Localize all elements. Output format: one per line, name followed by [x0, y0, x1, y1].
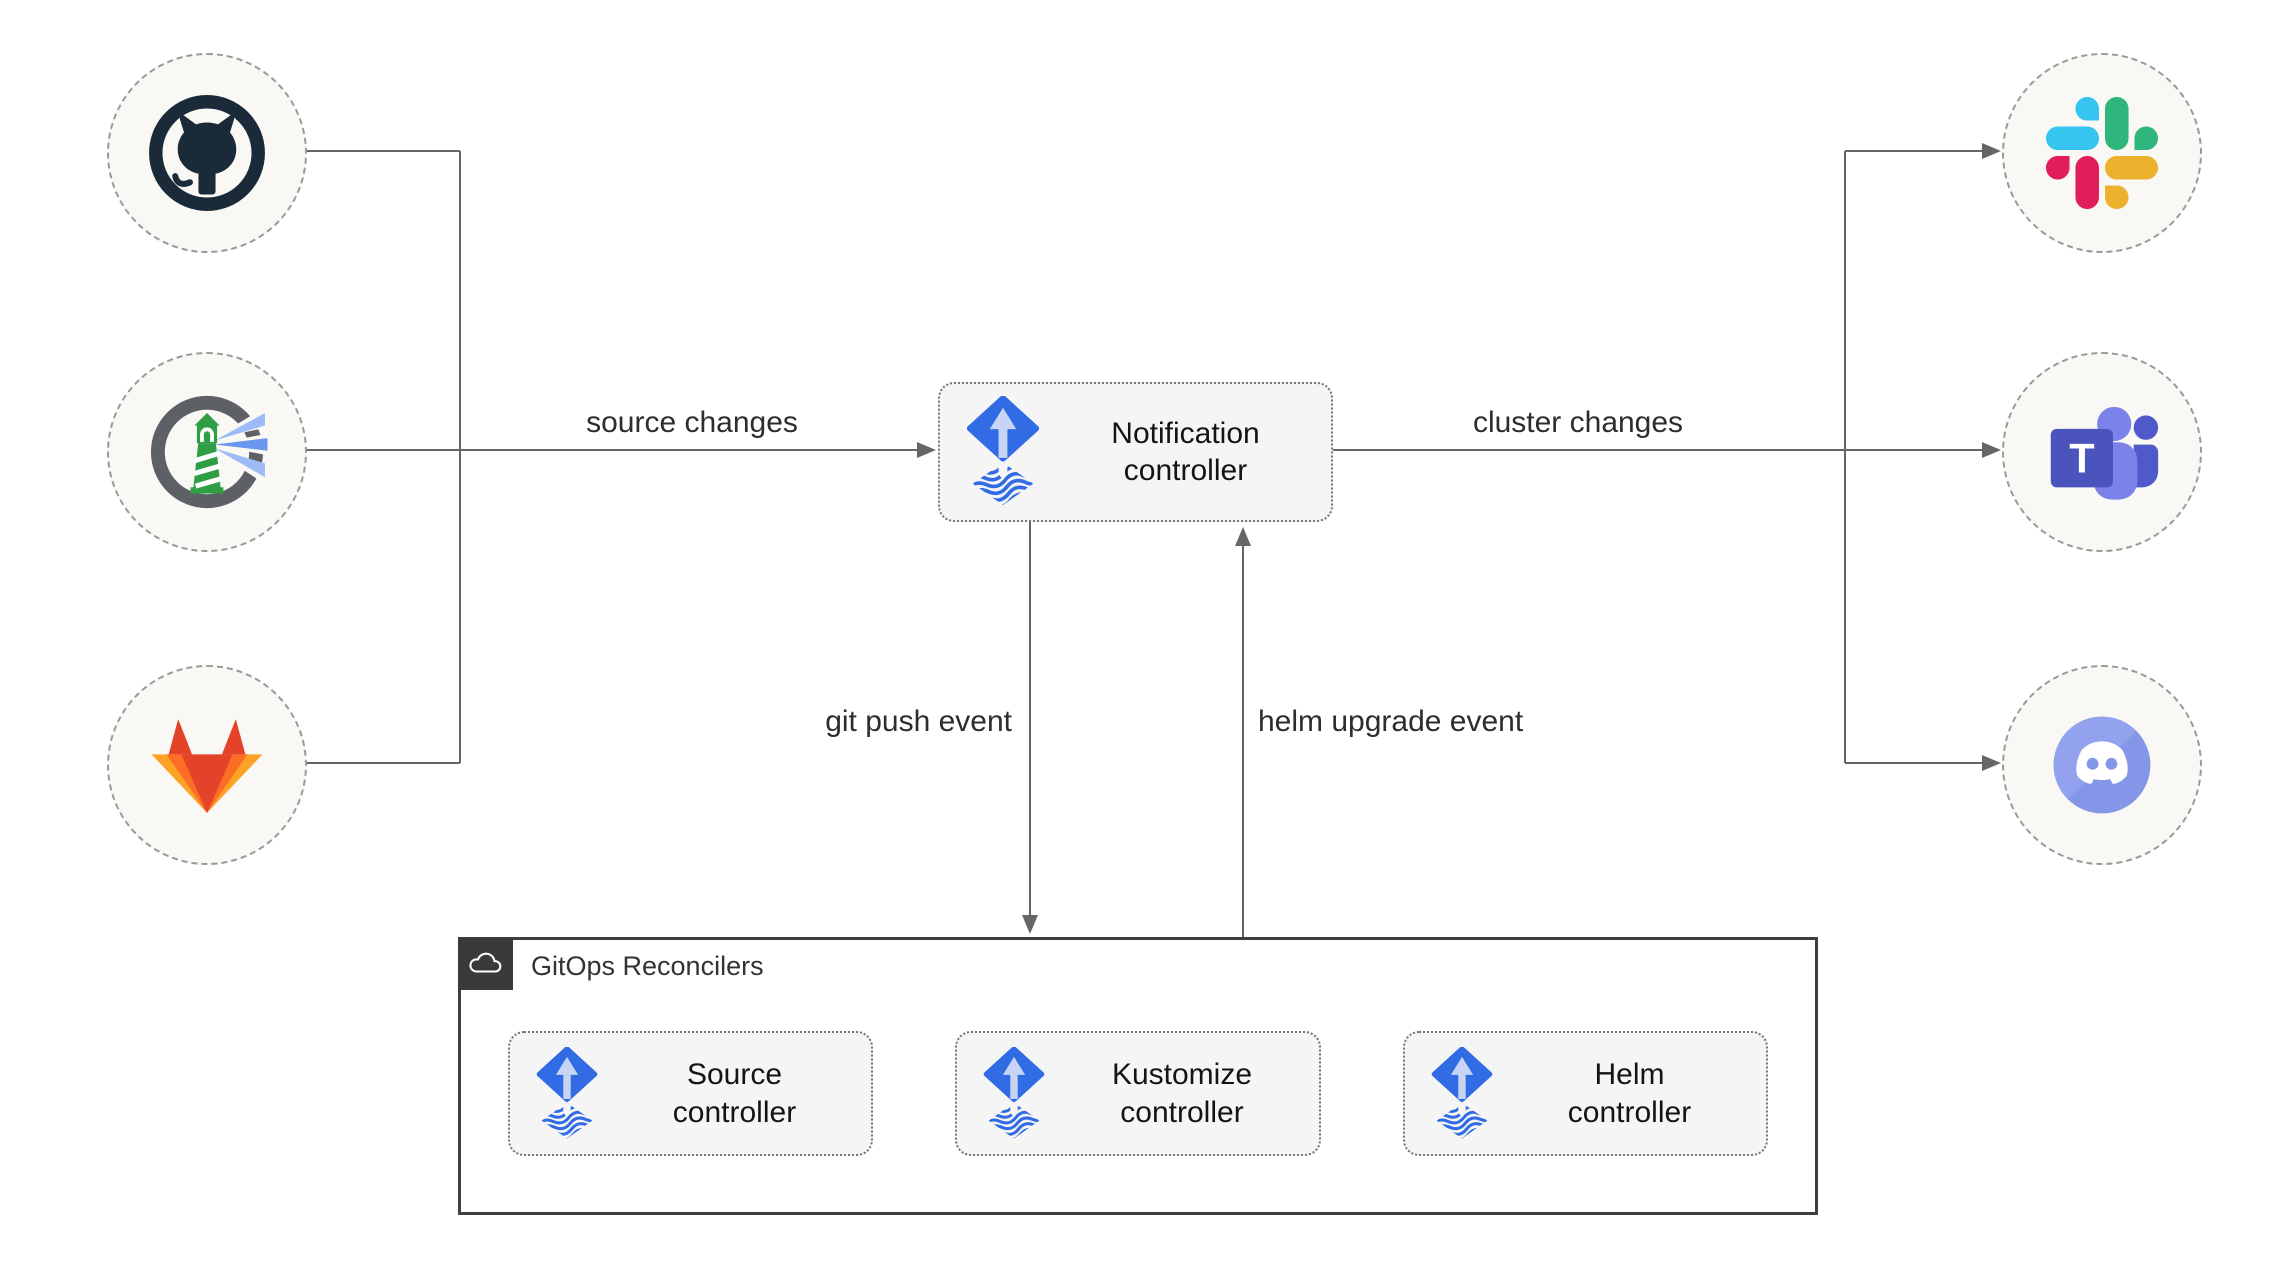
helm-controller-node: Helm controller	[1403, 1031, 1768, 1156]
harbor-icon	[150, 395, 270, 509]
gitops-reconcilers-container: GitOps Reconcilers	[458, 937, 1818, 1215]
arrowhead-helm-upgrade	[1235, 527, 1251, 546]
arrowhead-into-notification	[917, 442, 936, 458]
teams-icon: T	[2050, 406, 2159, 500]
slack-icon	[2046, 97, 2158, 209]
kustomize-controller-node: Kustomize controller	[955, 1031, 1321, 1156]
teams-node: T	[2002, 352, 2202, 552]
flux-icon	[536, 1046, 598, 1139]
cloud-icon	[468, 952, 501, 973]
flux-icon	[983, 1046, 1045, 1139]
arrowhead-into-teams	[1982, 442, 2001, 458]
svg-text:T: T	[2069, 435, 2094, 482]
arrowhead-into-discord	[1982, 755, 2001, 771]
edge-label-source-changes: source changes	[586, 406, 798, 439]
helm-controller-label: Helm controller	[1567, 1058, 1692, 1129]
source-controller-label: Source controller	[672, 1058, 797, 1129]
arrowhead-into-slack	[1982, 143, 2001, 159]
harbor-node	[107, 352, 307, 552]
kustomize-controller-label: Kustomize controller	[1111, 1058, 1253, 1129]
source-controller-node: Source controller	[508, 1031, 873, 1156]
edge-label-cluster-changes: cluster changes	[1472, 406, 1684, 439]
gitlab-icon	[151, 719, 263, 813]
discord-node	[2002, 665, 2202, 865]
flux-icon	[966, 396, 1040, 506]
discord-icon	[2053, 716, 2151, 814]
notification-controller-label: Notification controller	[1111, 416, 1260, 487]
github-node	[107, 53, 307, 253]
container-label: GitOps Reconcilers	[531, 951, 764, 981]
slack-node	[2002, 53, 2202, 253]
edge-label-helm-upgrade-event: helm upgrade event	[1258, 705, 1524, 738]
container-badge	[458, 937, 513, 990]
arrowhead-git-push	[1022, 915, 1038, 934]
edge-label-git-push-event: git push event	[825, 705, 1012, 738]
notification-controller-node: Notification controller	[938, 382, 1333, 522]
flux-icon	[1431, 1046, 1493, 1139]
github-icon	[149, 95, 265, 211]
gitlab-node	[107, 665, 307, 865]
